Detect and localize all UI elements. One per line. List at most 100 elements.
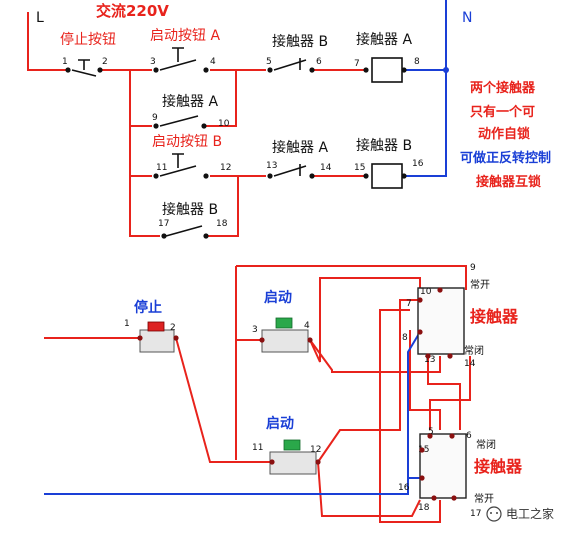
wire-top-loop [236,265,467,290]
contactor-b-hold [165,225,203,237]
node-N [443,67,449,73]
bnode-2: 2 [170,323,176,333]
wire-18 [208,176,239,237]
wire-12-hold [317,461,421,517]
contactor-a-body [417,287,465,355]
wire-branch-3-down [129,70,160,237]
label-upper-no: 常开 [470,278,490,291]
watermark-text: 电工之家 [506,506,554,521]
node-5: 5 [266,57,272,67]
bnode-11: 11 [252,443,263,453]
start-a-contact [159,47,197,71]
bnode-5: 5 [428,427,434,437]
note-line-5: 接触器互锁 [476,174,541,190]
node-15: 15 [354,163,365,173]
bnode-18: 18 [418,503,430,513]
label-start-b: 启动按钮 B [152,134,222,150]
bnode-9: 9 [470,263,476,273]
node-1: 1 [62,57,68,67]
bnode-1: 1 [124,319,130,329]
bnode-12: 12 [310,445,321,455]
label-lower-no: 常开 [474,492,494,505]
label-contactor-a-hold: 接触器 A [162,93,218,110]
wiring-bottom: 停止 1 2 启动 3 4 启动 11 12 接触器 常开 常闭 9 10 7 … [44,263,523,523]
wire-8-16 [409,330,441,430]
wire-5-14 [429,356,471,430]
bnode-7: 7 [406,299,412,309]
label-contactor-a-nc: 接触器 A [272,139,328,156]
bnode-8: 8 [402,333,408,343]
label-contactor-b-1: 接触器 B [272,33,328,50]
start-b-contact [159,153,197,177]
node-6: 6 [316,57,322,67]
stop-pushbutton [139,321,175,353]
wire-stop-to-starts [175,337,272,463]
bnode-17: 17 [470,509,481,519]
node-9: 9 [152,113,158,123]
node-12: 12 [220,163,231,173]
label-bottom-stop: 停止 [134,299,162,316]
label-contactor-b-coil: 接触器 B [356,137,412,154]
note-block: 两个接触器 只有一个可 动作自锁 可做正反转控制 接触器互锁 [460,80,551,190]
bnode-13: 13 [424,355,435,365]
contactor-a-nc [273,164,307,177]
wire-N [404,0,447,177]
bnode-10: 10 [420,287,432,297]
node-13: 13 [266,161,277,171]
label-stop-button: 停止按钮 [60,31,116,48]
label-L: L [36,10,44,26]
label-lower-nc: 常闭 [476,438,496,451]
bnode-4: 4 [304,321,310,331]
node-3: 3 [150,57,156,67]
bnode-3: 3 [252,325,258,335]
node-10: 10 [218,119,230,129]
label-bottom-start-a: 启动 [264,289,292,306]
watermark: 电工之家 [486,506,554,522]
node-2: 2 [102,57,108,67]
wire-start-a-loop [235,266,262,341]
bnode-6: 6 [466,431,472,441]
bottom-terminal-dots [137,287,457,501]
label-supply: 交流220V [96,2,169,20]
wire-10 [206,70,237,127]
node-11: 11 [156,163,167,173]
watermark-icon [486,506,502,522]
bnode-16: 16 [398,483,410,493]
coil-b [371,163,403,189]
label-contactor-upper: 接触器 [470,307,519,326]
label-contactor-lower: 接触器 [474,457,523,476]
schematic-top: L N 交流220V 停止按钮 启动按钮 A 接触器 B 接触器 A 接触器 A… [27,0,472,239]
node-4: 4 [210,57,216,67]
node-8: 8 [414,57,420,67]
node-17: 17 [158,219,169,229]
contactor-a-hold [159,115,199,127]
contactor-b-body [419,433,467,499]
wire-N-8 [407,331,421,480]
note-line-3: 动作自锁 [478,126,530,142]
stop-button-contact [71,59,97,77]
node-18: 18 [216,219,228,229]
wire-12-out [317,299,420,463]
bnode-14: 14 [464,359,476,369]
label-upper-nc: 常闭 [464,344,484,357]
wire-13-15 [427,356,461,430]
label-contactor-b-hold: 接触器 B [162,201,218,218]
node-7: 7 [354,59,360,69]
wire-L [27,12,66,71]
node-14: 14 [320,163,332,173]
wire-4-hold [309,339,441,373]
start-pushbutton-a [261,317,309,353]
node-16: 16 [412,159,424,169]
label-contactor-a-coil: 接触器 A [356,31,412,48]
label-start-a: 启动按钮 A [150,28,220,44]
wire-N-in [44,477,420,495]
note-line-4: 可做正反转控制 [460,150,551,166]
wire-7-13 [379,309,441,523]
note-line-1: 两个接触器 [470,80,536,96]
coil-a [371,57,403,83]
wire-4-out [309,277,421,363]
label-N: N [462,10,472,26]
contactor-b-nc [273,58,307,71]
note-line-2: 只有一个可 [470,104,535,120]
